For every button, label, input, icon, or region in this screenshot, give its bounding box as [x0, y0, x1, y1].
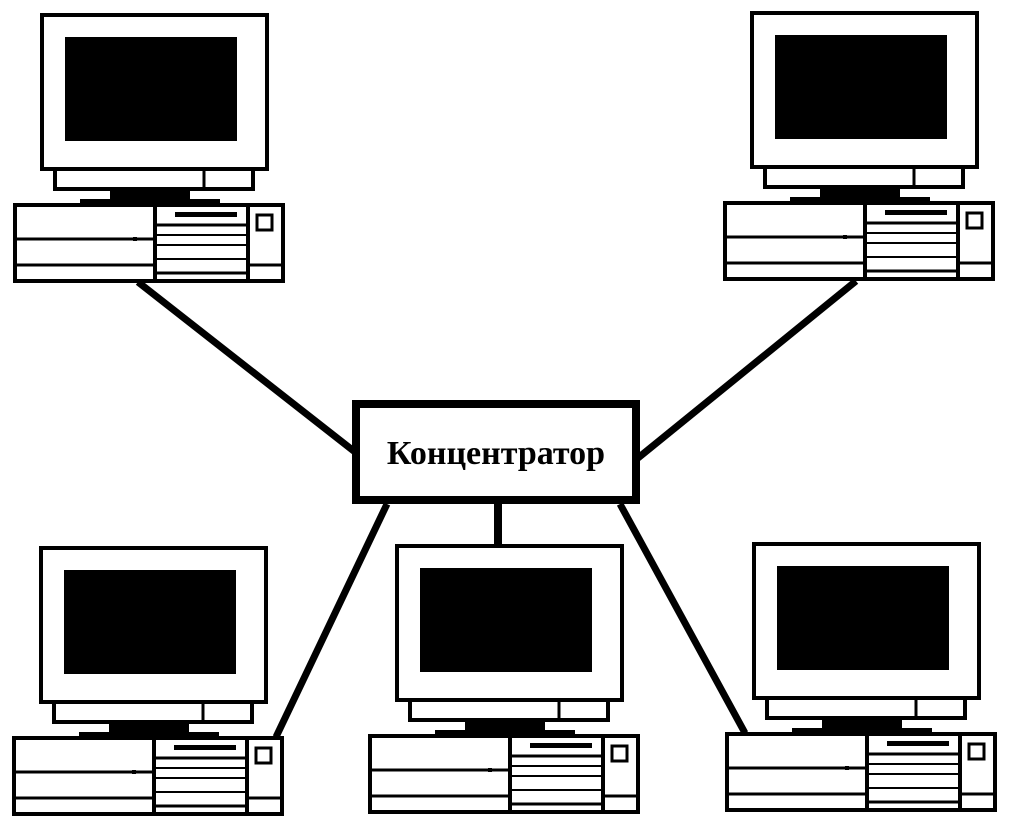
link-top-left: [135, 279, 358, 455]
computer-icon: [12, 546, 284, 816]
hub-node: Концентратор: [352, 400, 640, 504]
computer-icon: [725, 542, 997, 812]
link-top-right: [635, 278, 859, 461]
connection-lines: [135, 278, 859, 739]
link-bottom-right: [616, 502, 749, 735]
computer-icon: [723, 11, 995, 281]
link-bottom-left: [272, 502, 391, 739]
computer-icon: [13, 13, 285, 283]
computer-icon: [368, 544, 640, 814]
hub-box: [352, 400, 640, 504]
hub-label: Концентратор: [387, 435, 605, 472]
